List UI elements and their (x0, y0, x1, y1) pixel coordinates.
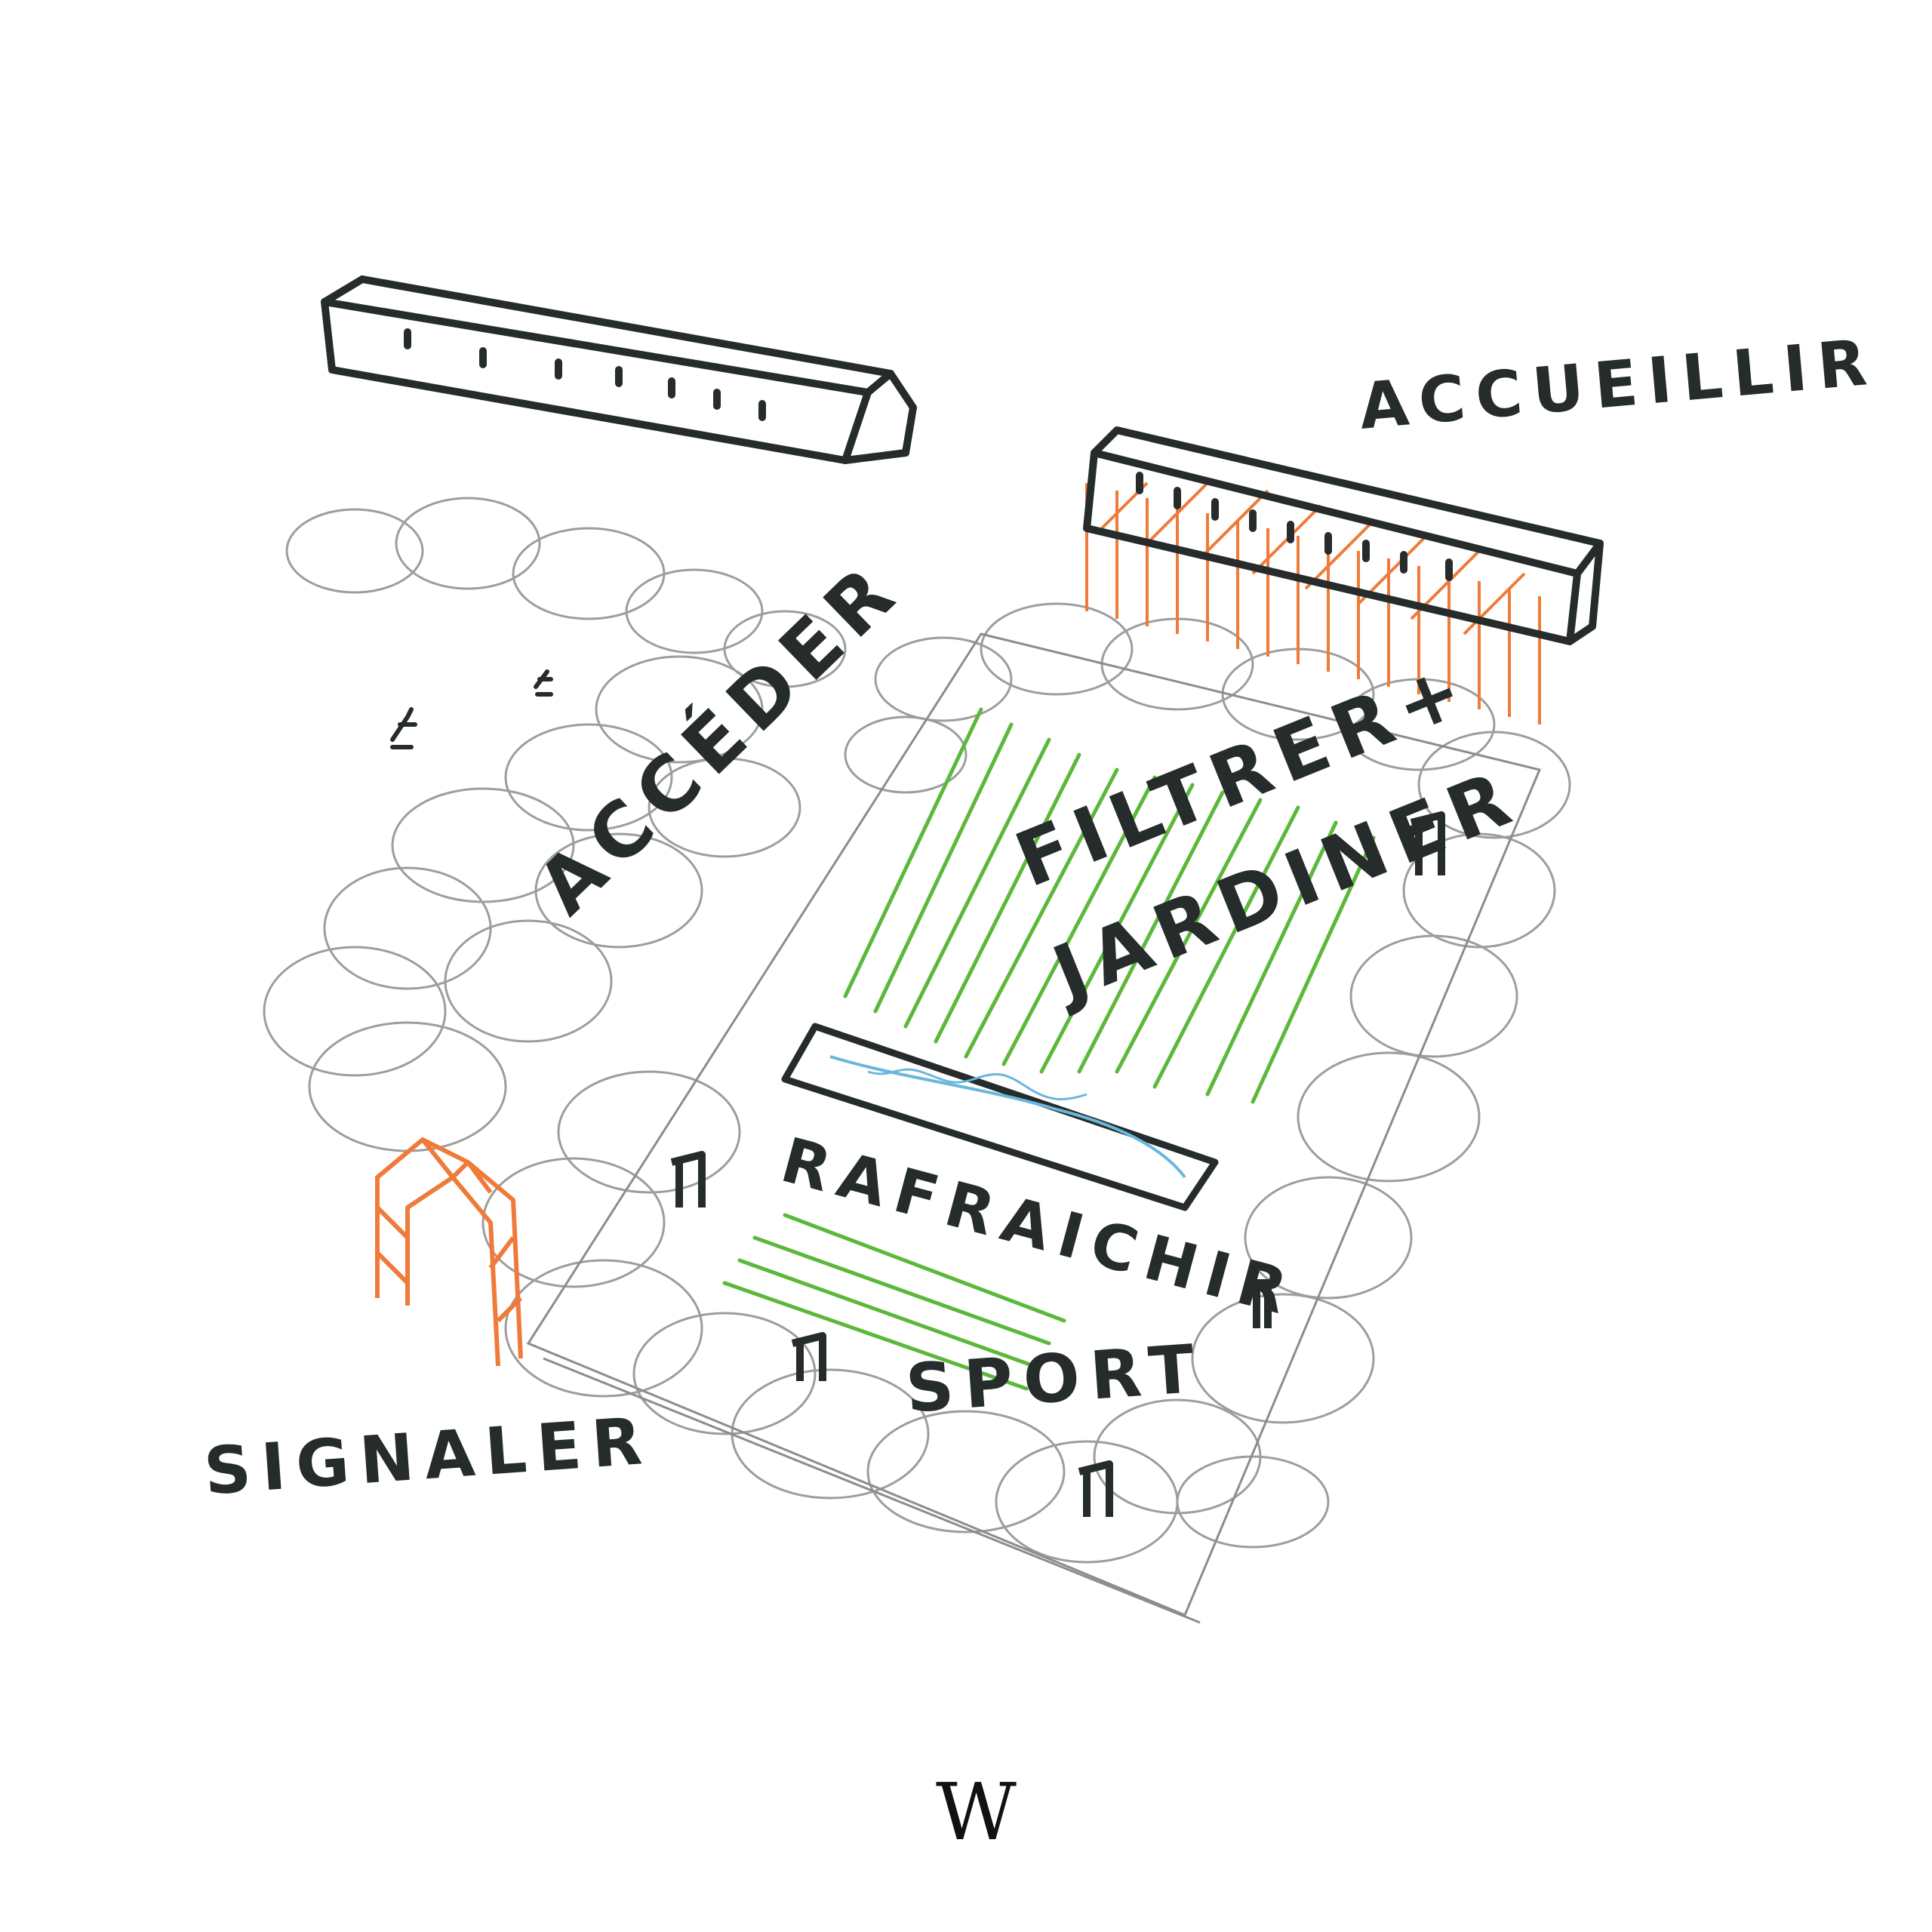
building-east-hatching (1085, 481, 1541, 724)
people-figures (390, 669, 553, 749)
gate-structure (375, 1137, 523, 1367)
building-north (321, 275, 917, 464)
building-east (1083, 426, 1604, 645)
tree-canopies (263, 497, 1571, 1564)
site-outline (526, 632, 1542, 1624)
benches (670, 811, 1445, 1517)
compass-orientation: W (936, 1766, 1017, 1858)
garden-rows (843, 707, 1376, 1104)
water-basin (781, 1023, 1219, 1211)
sport-field-lines (722, 1213, 1066, 1391)
